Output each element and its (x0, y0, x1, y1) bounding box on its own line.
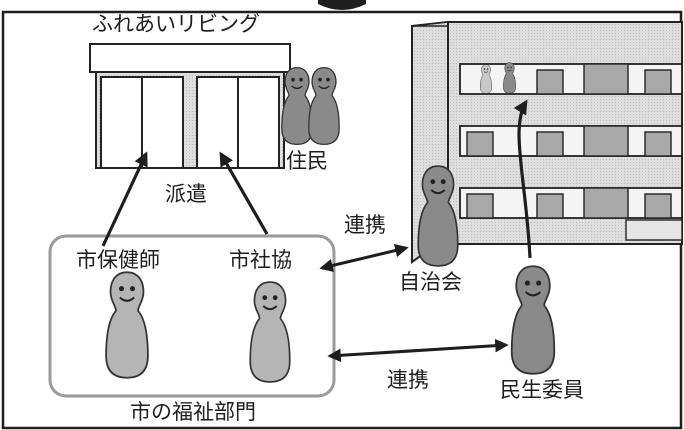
dispatch-label: 派遣 (165, 182, 207, 206)
collaboration-label-top: 連携 (344, 213, 386, 237)
resident-figure-2 (308, 66, 340, 146)
resident-figure-1 (281, 66, 313, 146)
facility-building (89, 43, 291, 169)
apartment-building (411, 20, 683, 264)
collaboration-arrow-top (319, 243, 409, 273)
collaboration-arrow-bottom (327, 338, 509, 363)
dispatch-arrow-right (219, 151, 269, 235)
tenant-figure-small (479, 64, 493, 94)
visit-arrow (513, 99, 532, 259)
neighborhood-assoc-figure (417, 165, 459, 267)
facility-label: ふれあいリビング (92, 12, 260, 36)
social-welfare-council-figure (249, 281, 291, 383)
top-tab-marker (318, 0, 366, 10)
social-welfare-council-label: 市社協 (229, 248, 292, 272)
residents-label: 住民 (286, 149, 328, 173)
dispatch-arrow-left (101, 151, 148, 247)
neighborhood-assoc-label: 自治会 (399, 270, 462, 294)
welfare-department-label: 市の福祉部門 (130, 400, 256, 424)
collaboration-label-bottom: 連携 (387, 368, 429, 392)
health-nurse-label: 市保健師 (76, 248, 160, 272)
welfare-commissioner-figure (510, 265, 556, 375)
welfare-commissioner-label: 民生委員 (500, 378, 584, 402)
tenant-figure (503, 62, 516, 94)
health-nurse-figure (105, 271, 149, 379)
